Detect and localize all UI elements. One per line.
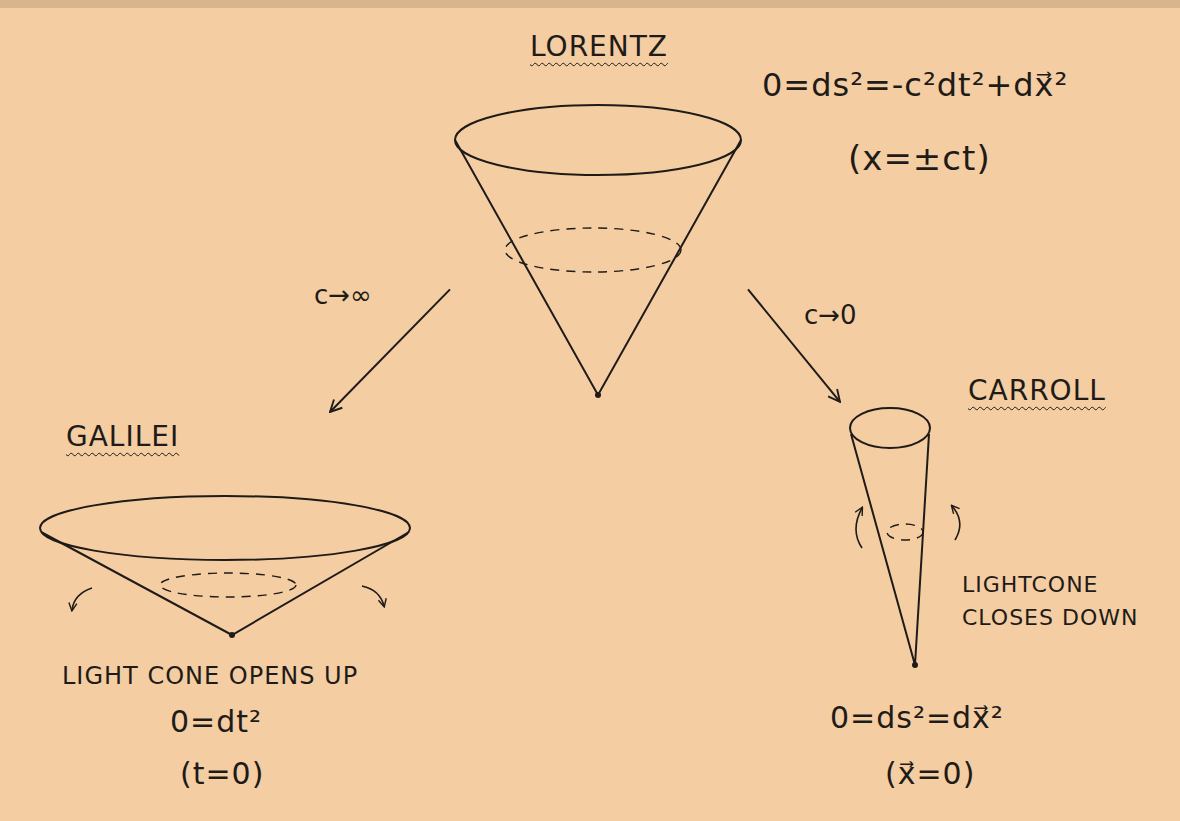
equation: 0=dt² (170, 704, 262, 739)
limit-label: c→∞ (312, 280, 374, 310)
condition: (x⃗=0) (885, 756, 975, 791)
equation: 0=ds²=-c²dt²+dx⃗² (762, 66, 1068, 104)
model-title: LORENTZ (530, 30, 668, 63)
galilei-cone: GALILEI (30, 412, 430, 647)
note: LIGHTCONE CLOSES DOWN (962, 568, 1152, 634)
equation: 0=ds²=dx⃗² (830, 700, 1004, 735)
model-title: GALILEI (66, 420, 179, 453)
condition: (t=0) (180, 756, 264, 791)
model-title: CARROLL (968, 374, 1106, 407)
lorentz-cone: LORENTZ (450, 22, 748, 404)
light-cone (450, 22, 748, 404)
note: LIGHT CONE OPENS UP (62, 662, 358, 690)
limit-label: c→0 (802, 300, 859, 330)
condition: (x=±ct) (848, 138, 991, 178)
top-band (0, 0, 1180, 8)
